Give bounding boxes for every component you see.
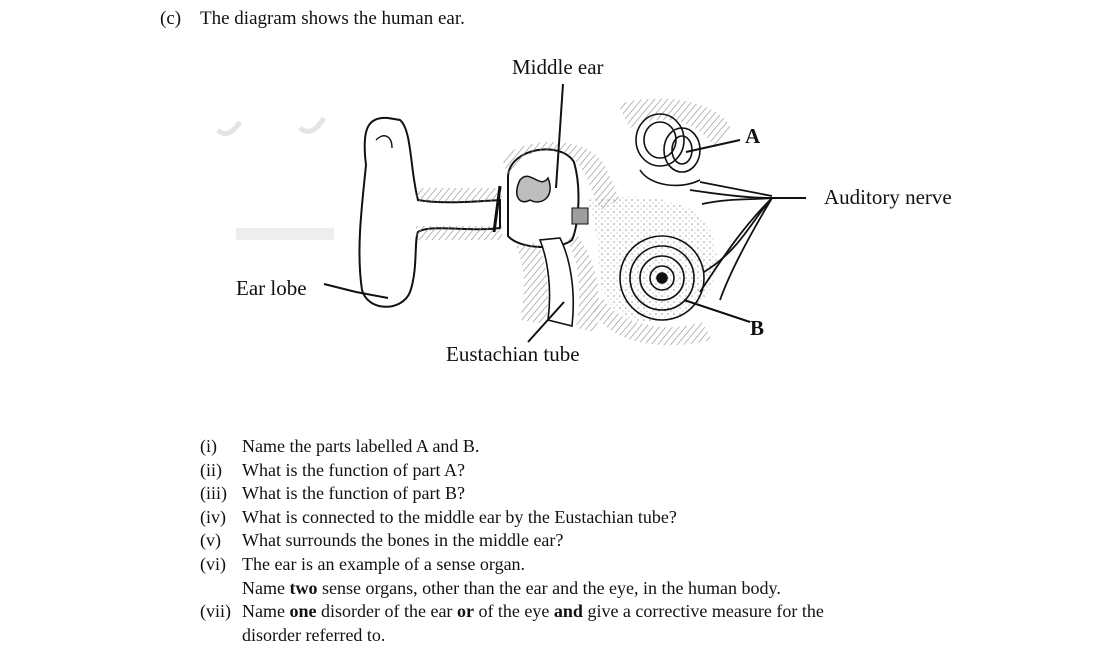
question-number: (iv) (200, 506, 242, 530)
question-text: What is connected to the middle ear by t… (242, 506, 677, 530)
middle-ear-label: Middle ear (512, 55, 604, 80)
auditory-nerve-label: Auditory nerve (824, 185, 952, 210)
question-item: (iv) What is connected to the middle ear… (200, 506, 824, 530)
smudge-mark (236, 228, 334, 240)
question-item: (v) What surrounds the bones in the midd… (200, 529, 824, 553)
question-item: (vi) The ear is an example of a sense or… (200, 553, 824, 577)
question-item: (vii) Name one disorder of the ear or of… (200, 600, 824, 624)
smudge-mark (300, 118, 324, 131)
question-text: disorder referred to. (242, 625, 385, 645)
question-continuation: disorder referred to. (200, 624, 824, 648)
b-pointer (684, 300, 750, 322)
question-item: (i) Name the parts labelled A and B. (200, 435, 824, 459)
question-number: (vi) (200, 553, 242, 577)
ear-canal-wall (416, 226, 502, 240)
question-number: (i) (200, 435, 242, 459)
question-text: What surrounds the bones in the middle e… (242, 529, 563, 553)
emphasis-text: one (289, 601, 316, 621)
question-text: What is the function of part B? (242, 482, 465, 506)
question-continuation: Name two sense organs, other than the ea… (200, 577, 824, 601)
question-text: Name the parts labelled A and B. (242, 435, 479, 459)
question-item: (ii) What is the function of part A? (200, 459, 824, 483)
question-text: The ear is an example of a sense organ. (242, 553, 525, 577)
question-number: (v) (200, 529, 242, 553)
eustachian-tube-label: Eustachian tube (446, 342, 580, 367)
question-text: disorder of the ear (316, 601, 456, 621)
question-number: (vii) (200, 600, 242, 624)
question-text: Name one disorder of the ear or of the e… (242, 600, 824, 624)
oval-window (572, 208, 588, 224)
label-a: A (745, 124, 760, 149)
ossicles (517, 176, 550, 202)
question-text: give a corrective measure for the (583, 601, 824, 621)
question-number: (ii) (200, 459, 242, 483)
ear-lobe-label: Ear lobe (236, 276, 307, 301)
question-item: (iii) What is the function of part B? (200, 482, 824, 506)
question-text: Name (242, 578, 289, 598)
question-list: (i) Name the parts labelled A and B. (ii… (200, 435, 824, 647)
question-text: Name (242, 601, 289, 621)
temporal-bone (588, 197, 717, 322)
emphasis-text: and (554, 601, 583, 621)
pinna-shape (359, 118, 500, 307)
ear-canal-wall (416, 188, 502, 202)
eustachian-tube-hatch (516, 242, 548, 324)
inner-ear-hatch (618, 99, 732, 150)
smudge-mark (218, 122, 240, 134)
question-text: sense organs, other than the ear and the… (317, 578, 780, 598)
question-number: (iii) (200, 482, 242, 506)
label-b: B (750, 316, 764, 341)
question-text: of the eye (474, 601, 554, 621)
emphasis-text: or (457, 601, 474, 621)
question-text: What is the function of part A? (242, 459, 465, 483)
emphasis-text: two (289, 578, 317, 598)
